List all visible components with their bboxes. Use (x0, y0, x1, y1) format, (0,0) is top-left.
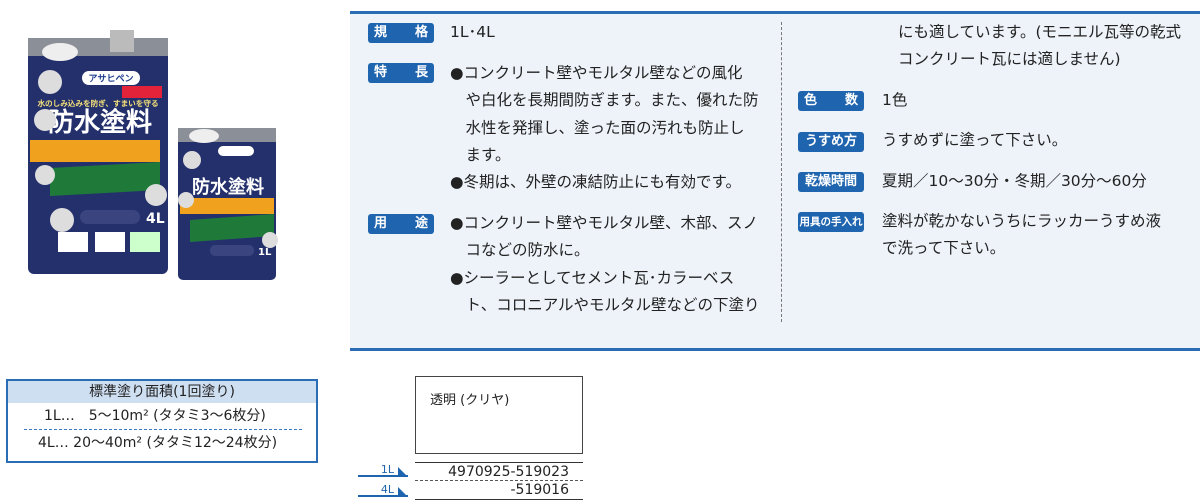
color-chip-label: 透明 (クリヤ) (430, 393, 510, 408)
line: で洗って下さい。 (882, 239, 1006, 258)
brand-logo: アサヒペン (88, 74, 133, 85)
color-count-value: 1色 (882, 91, 908, 109)
product-code: 4970925-519023 (415, 462, 583, 481)
line: や白化を長期間防ぎます。また、優れた防 (450, 91, 759, 110)
label-features: 特長 (368, 63, 434, 83)
label-char: 長 (414, 65, 428, 80)
coverage-row: 4L… 20～40m² (タタミ12～24枚分) (24, 429, 302, 456)
drying-time-value: 夏期／10～30分・冬期／30分～60分 (882, 172, 1147, 190)
color-chip: 透明 (クリヤ) (415, 376, 583, 454)
coverage-title: 標準塗り面積(1回塗り) (8, 381, 316, 403)
size-label: 1L (380, 463, 394, 476)
size-4l: 4L (146, 211, 165, 227)
line: ●コンクリート壁やモルタル壁などの風化 (450, 64, 743, 82)
label-char: 格 (414, 25, 428, 40)
label-char: うすめ方 (804, 134, 857, 149)
label-char: 途 (414, 216, 428, 231)
usage-text: ●コンクリート壁やモルタル壁、木部、スノ コなどの防水に。 ●シーラーとしてセメ… (450, 210, 760, 319)
usage-continued: にも適しています。(モニエル瓦等の乾式 コンクリート瓦には適しません) (898, 19, 1181, 74)
label-spec: 規格 (368, 23, 434, 43)
coverage-row: 1L… 5～10m² (タタミ3～6枚分) (44, 408, 266, 424)
line: 塗料が乾かないうちにラッカーうすめ液 (882, 212, 1162, 230)
label-char: 数 (844, 93, 858, 108)
line: にも適しています。(モニエル瓦等の乾式 (898, 23, 1182, 41)
line: コンクリート瓦には適しません) (898, 50, 1121, 69)
label-thinning: うすめ方 (798, 132, 864, 152)
line: ます。 (450, 145, 511, 164)
line: ト、コロニアルやモルタル壁などの下塗り (450, 295, 760, 314)
line: ●コンクリート壁やモルタル壁、木部、スノ (450, 214, 759, 232)
size-1l: 1L (258, 247, 272, 258)
line: ●シーラーとしてセメント瓦･カラーベス (450, 268, 735, 287)
catch-copy: 水のしみ込みを防ぎ、すまいを守る (37, 98, 158, 108)
tool-care-value: 塗料が乾かないうちにラッカーうすめ液 で洗って下さい。 (882, 208, 1161, 263)
thinning-value: うすめずに塗って下さい。 (882, 131, 1068, 149)
label-char: 規 (374, 25, 388, 40)
arrow-icon (398, 467, 406, 475)
label-char: 色 (804, 93, 818, 108)
size-tag-1l: 1L (358, 464, 408, 477)
line: ●冬期は、外壁の凍結防止にも有効です。 (450, 173, 741, 192)
can-1l: 防水塗料 1L (178, 128, 278, 280)
column-divider (781, 22, 782, 322)
spec-value: 1L･4L (450, 23, 495, 41)
coverage-table: 標準塗り面積(1回塗り) 1L… 5～10m² (タタミ3～6枚分) 4L… 2… (6, 379, 318, 463)
svg-text:防水塗料: 防水塗料 (192, 176, 264, 198)
label-usage: 用途 (368, 214, 434, 234)
can-4l: アサヒペン 水のしみ込みを防ぎ、すまいを守る 防水塗料 4L (28, 30, 168, 274)
label-tool-care: 用具の手入れ (798, 212, 864, 232)
size-label: 4L (380, 483, 394, 496)
arrow-icon (398, 487, 406, 495)
label-char: 用具の手入れ (799, 216, 863, 228)
size-tag-4l: 4L (358, 484, 408, 497)
label-char: 用 (374, 216, 388, 231)
product-name: 防水塗料 (48, 107, 152, 138)
spec-panel (350, 11, 1200, 351)
label-char: 乾燥時間 (804, 174, 857, 189)
features-text: ●コンクリート壁やモルタル壁などの風化 や白化を長期間防ぎます。また、優れた防 … (450, 60, 758, 196)
product-code: -519016 (415, 481, 583, 500)
line: 水性を発揮し、塗った面の汚れも防止し (450, 118, 745, 137)
line: コなどの防水に。 (450, 241, 590, 260)
label-drying-time: 乾燥時間 (798, 172, 864, 192)
product-image: アサヒペン 水のしみ込みを防ぎ、すまいを守る 防水塗料 4L 防水塗料 1L (28, 30, 278, 280)
label-char: 特 (374, 65, 388, 80)
label-color-count: 色数 (798, 91, 864, 111)
